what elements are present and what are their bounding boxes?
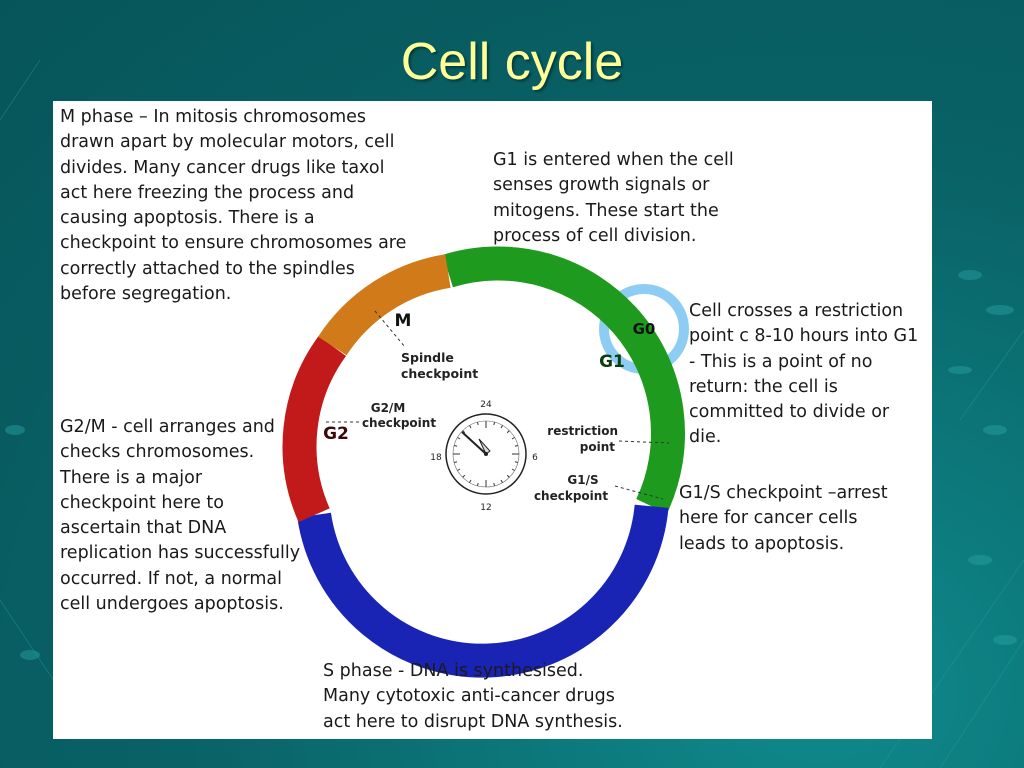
clock-tick	[462, 474, 466, 478]
s-phase-arc	[297, 504, 669, 678]
clock-tick	[511, 437, 515, 440]
clock-tick	[506, 430, 510, 434]
spindle-checkpoint-label-2: checkpoint	[401, 366, 478, 381]
clock-tick	[469, 479, 472, 483]
phase-label-g2: G2	[323, 424, 349, 444]
clock-tick	[476, 421, 479, 426]
g2m-checkpoint-label-2: checkpoint	[362, 416, 436, 430]
clock-tick	[514, 444, 519, 447]
diagram-panel: M G0 G1 G2 S Spindle checkpoint G2/M che…	[53, 101, 932, 739]
clock-tick	[462, 430, 466, 434]
clock-tick	[457, 437, 461, 440]
clock-tick	[453, 461, 458, 464]
phase-label-s: S	[483, 614, 497, 636]
clock-tick	[457, 468, 461, 471]
clock-label-left: 18	[430, 453, 442, 463]
g1s-checkpoint-label-2: checkpoint	[534, 489, 608, 503]
g2m-checkpoint-label-1: G2/M	[371, 401, 406, 415]
restriction-pointer	[618, 440, 670, 444]
spindle-pointer	[374, 310, 406, 348]
phase-label-m: M	[395, 311, 412, 331]
restriction-point-description: Cell crosses a restriction point c 8-10 …	[689, 301, 919, 448]
clock-label-right: 6	[532, 453, 538, 463]
spindle-checkpoint-label-1: Spindle	[401, 350, 454, 365]
clock-tick	[469, 425, 472, 429]
clock-tick	[493, 482, 496, 487]
clock-tick	[506, 474, 510, 478]
clock-tick	[453, 444, 458, 447]
g2-phase-arc	[282, 335, 347, 523]
clock-tick	[500, 479, 503, 483]
g1-phase-arc	[442, 246, 685, 514]
slide-title: Cell cycle	[400, 33, 624, 91]
phase-label-g1: G1	[599, 352, 625, 372]
g2m-description: G2/M - cell arranges and checks chromoso…	[60, 417, 301, 615]
phase-label-g0: G0	[633, 320, 656, 338]
restriction-point-label-1: restriction	[547, 424, 618, 438]
clock-tick	[514, 461, 519, 464]
clock-icon	[445, 413, 527, 495]
clock-tick	[511, 468, 515, 471]
clock-tick	[476, 482, 479, 487]
cell-cycle-diagram: M G0 G1 G2 S Spindle checkpoint G2/M che…	[282, 246, 689, 678]
g1-entry-description: G1 is entered when the cell senses growt…	[493, 150, 734, 246]
g1s-checkpoint-label-1: G1/S	[567, 473, 598, 487]
clock-label-top: 24	[480, 400, 492, 410]
restriction-point-label-2: point	[580, 440, 615, 454]
g1s-checkpoint-description: G1/S checkpoint –arrest here for cancer …	[679, 483, 888, 554]
clock-label-bottom: 12	[480, 503, 491, 513]
s-phase-description: S phase - DNA is synthesised. Many cytot…	[323, 661, 623, 732]
m-phase-arc	[318, 254, 451, 356]
clock-tick	[493, 421, 496, 426]
m-phase-description: M phase – In mitosis chromosomes drawn a…	[60, 107, 407, 305]
clock-tick	[500, 425, 503, 429]
g1s-pointer	[614, 485, 664, 500]
